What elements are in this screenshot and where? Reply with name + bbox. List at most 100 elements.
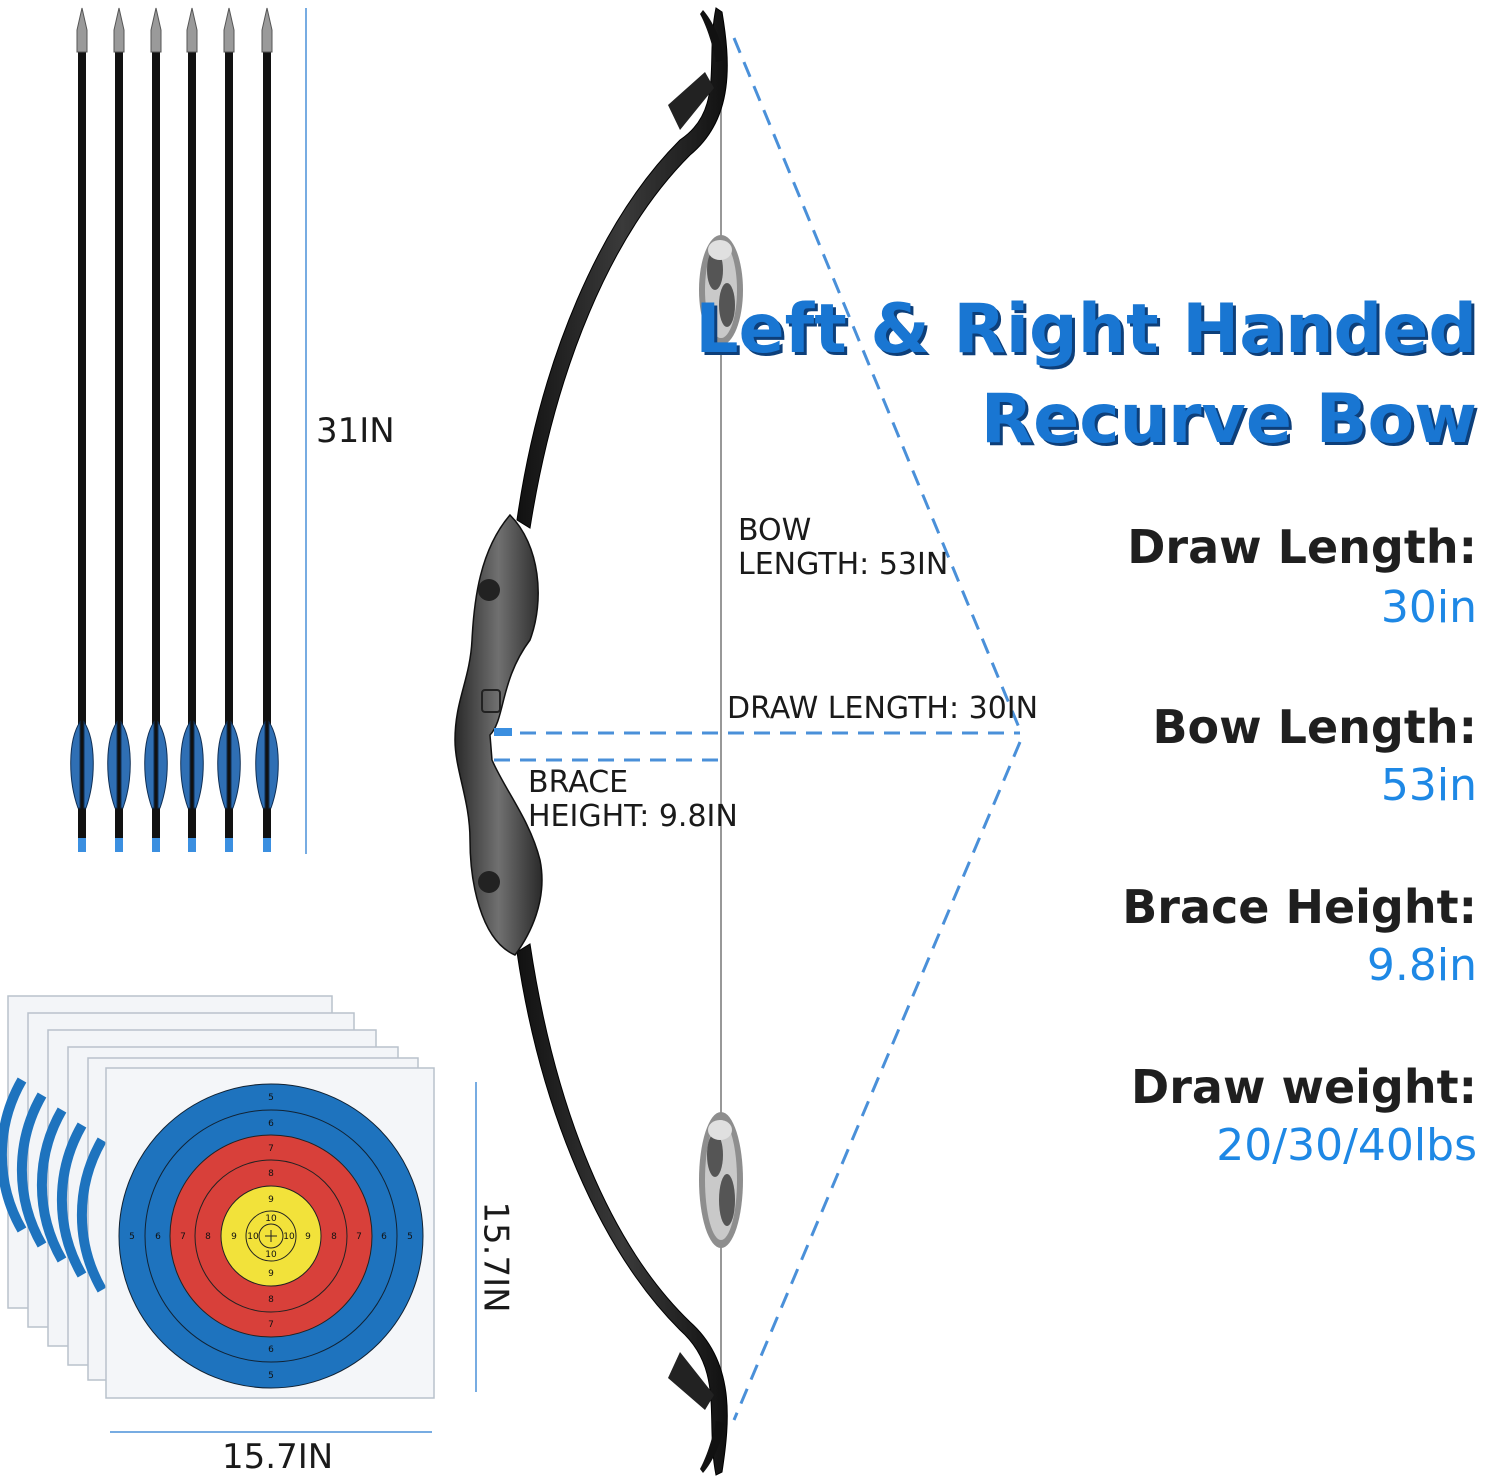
spec-draw-weight-label: Draw weight: <box>1131 1060 1477 1114</box>
arrow-nock <box>263 838 271 852</box>
arrow-fletching <box>83 720 94 809</box>
bow-dimension-lines <box>494 37 1022 1421</box>
arrow-shaft <box>263 48 271 838</box>
target-ring-number: 8 <box>268 1295 274 1305</box>
arrow-fletching <box>255 720 266 809</box>
target-ring-number: 9 <box>268 1195 274 1205</box>
target-ring-number: 7 <box>268 1144 274 1154</box>
target-ring-number: 6 <box>381 1232 387 1242</box>
upper-limb-tip <box>700 10 724 62</box>
target-ring-number: 7 <box>180 1232 186 1242</box>
draw-length-label: DRAW LENGTH: 30IN <box>727 691 1039 726</box>
target-ring-number: 6 <box>155 1232 161 1242</box>
arrow <box>180 7 204 852</box>
string-silencer-bottom <box>699 1112 743 1248</box>
target-ring-number: 8 <box>331 1232 337 1242</box>
upper-limb-sleeve <box>668 72 714 130</box>
arrow-shaft <box>188 48 196 838</box>
arrow-fletching <box>70 720 81 809</box>
arrow-fletching <box>144 720 155 809</box>
lower-limb-tip <box>700 1421 724 1473</box>
riser-logo <box>481 689 501 713</box>
headline-line-1: Left & Right Handed <box>695 290 1477 369</box>
arrow-fletching <box>268 720 279 809</box>
bow-length-label-line1: BOW <box>738 513 812 548</box>
arrow <box>144 7 168 852</box>
arrow-shaft <box>225 48 233 838</box>
arrow <box>255 7 279 852</box>
spec-bow-length-label: Bow Length: <box>1152 700 1478 754</box>
target-ring-number: 5 <box>268 1093 274 1103</box>
arrow-tip <box>113 7 125 53</box>
spec-brace-height-label: Brace Height: <box>1122 880 1477 934</box>
target-ring-number: 5 <box>129 1232 135 1242</box>
target-ring-number: 9 <box>231 1232 237 1242</box>
arrow-tip <box>223 7 235 53</box>
arrow-tip <box>186 7 198 53</box>
target-ring-number: 10 <box>265 1214 277 1224</box>
target-edge <box>16 1092 47 1248</box>
arrow-fletching <box>230 720 241 809</box>
arrow-nock <box>152 838 160 852</box>
arrow-nock <box>115 838 123 852</box>
target-ring-number: 8 <box>205 1232 211 1242</box>
bow-length-label-line2: LENGTH: 53IN <box>738 547 949 582</box>
spec-brace-height-value: 9.8in <box>1366 940 1477 991</box>
arrows-group <box>70 7 279 852</box>
riser-bushing-top <box>478 579 500 601</box>
target-ring-number: 10 <box>265 1250 277 1260</box>
riser-bushing-bottom <box>478 871 500 893</box>
target-ring-number: 7 <box>268 1320 274 1330</box>
upper-limb <box>516 7 728 529</box>
spec-draw-length-value: 30in <box>1380 582 1477 633</box>
target-width-label: 15.7IN <box>222 1437 334 1477</box>
target-ring-number: 6 <box>268 1119 274 1129</box>
spec-draw-weight-value: 20/30/40lbs <box>1216 1120 1477 1171</box>
brace-height-label-line2: HEIGHT: 9.8IN <box>528 799 738 834</box>
bow-riser <box>454 513 543 956</box>
arrow-shaft <box>78 48 86 838</box>
target-ring-number: 5 <box>407 1232 413 1242</box>
arrow-nock <box>225 838 233 852</box>
target-edge <box>36 1107 67 1263</box>
arrow-fletching <box>107 720 118 809</box>
arrow-tip <box>261 7 273 53</box>
arrow-fletching <box>193 720 204 809</box>
target-height-label: 15.7IN <box>475 1201 516 1313</box>
arrow-tip <box>150 7 162 53</box>
target-ring-number: 6 <box>268 1345 274 1355</box>
brace-height-label-line1: BRACE <box>528 765 629 800</box>
target-ring-number: 10 <box>283 1232 295 1242</box>
target-ring-number: 5 <box>268 1371 274 1381</box>
spec-bow-length-value: 53in <box>1380 760 1477 811</box>
string-silencer-top <box>699 235 743 345</box>
target-ring-number: 9 <box>268 1269 274 1279</box>
arrow-rest <box>494 728 512 736</box>
arrow <box>217 7 241 852</box>
arrow <box>70 7 94 852</box>
target-ring-number: 9 <box>305 1232 311 1242</box>
arrow-nock <box>78 838 86 852</box>
target-ring-number: 8 <box>268 1169 274 1179</box>
arrow-nock <box>188 838 196 852</box>
target-edge <box>0 1077 27 1233</box>
arrow-tip <box>76 7 88 53</box>
lower-limb <box>516 943 728 1476</box>
lower-limb-sleeve <box>668 1352 714 1410</box>
target-edge <box>76 1137 107 1293</box>
arrow-shaft <box>115 48 123 838</box>
arrow-fletching <box>120 720 131 809</box>
spec-draw-length-label: Draw Length: <box>1127 520 1477 574</box>
arrow-fletching <box>217 720 228 809</box>
headline-line-2: Recurve Bow <box>980 380 1477 459</box>
arrow-shaft <box>152 48 160 838</box>
arrow-fletching <box>180 720 191 809</box>
arrow-length-label: 31IN <box>316 411 395 451</box>
target-ring-number: 7 <box>356 1232 362 1242</box>
target-edge <box>56 1122 87 1278</box>
arrow <box>107 7 131 852</box>
arrow-fletching <box>157 720 168 809</box>
